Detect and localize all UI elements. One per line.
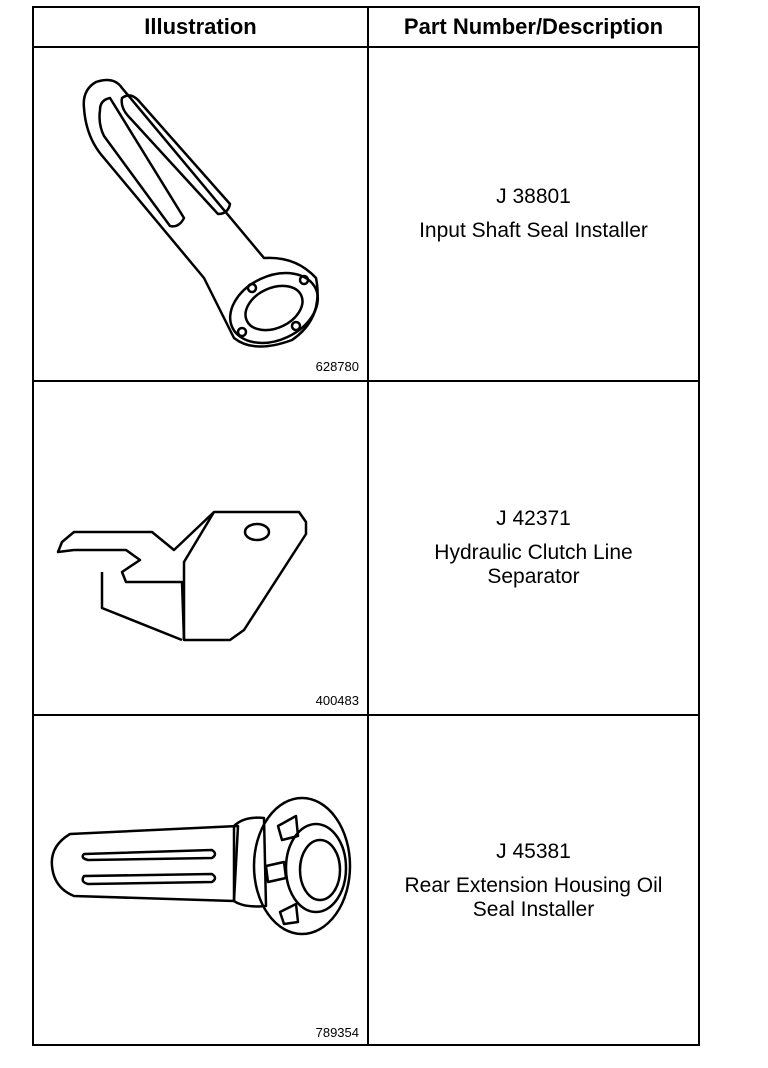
row-divider: [34, 380, 698, 382]
figure-number: 400483: [315, 693, 359, 708]
part-description-line2: Separator: [487, 565, 580, 588]
illustration-cell: 400483: [34, 382, 367, 714]
row-divider: [34, 714, 698, 716]
part-number: J 45381: [496, 840, 571, 863]
description-cell: J 42371 Hydraulic Clutch Line Separator: [369, 382, 698, 714]
housing-seal-installer-icon: [50, 796, 352, 936]
part-description-line2: Seal Installer: [472, 898, 595, 921]
part-description: Hydraulic Clutch Line: [434, 541, 633, 564]
figure-number: 789354: [315, 1025, 359, 1040]
header-divider: [34, 46, 698, 48]
part-description: Input Shaft Seal Installer: [419, 219, 648, 242]
clutch-line-separator-icon: [56, 510, 308, 642]
seal-installer-tool-icon: [82, 78, 320, 348]
part-number: J 38801: [496, 185, 571, 208]
column-divider: [367, 8, 369, 1044]
illustration-cell: 628780: [34, 48, 367, 380]
illustration-cell: 789354: [34, 716, 367, 1046]
tools-table: Illustration Part Number/Description 628…: [32, 6, 700, 1046]
description-cell: J 38801 Input Shaft Seal Installer: [369, 48, 698, 380]
description-cell: J 45381 Rear Extension Housing Oil Seal …: [369, 716, 698, 1046]
part-number: J 42371: [496, 507, 571, 530]
part-description: Rear Extension Housing Oil: [404, 874, 663, 897]
header-illustration: Illustration: [144, 14, 257, 39]
figure-number: 628780: [315, 359, 359, 374]
header-part-number: Part Number/Description: [403, 14, 664, 39]
